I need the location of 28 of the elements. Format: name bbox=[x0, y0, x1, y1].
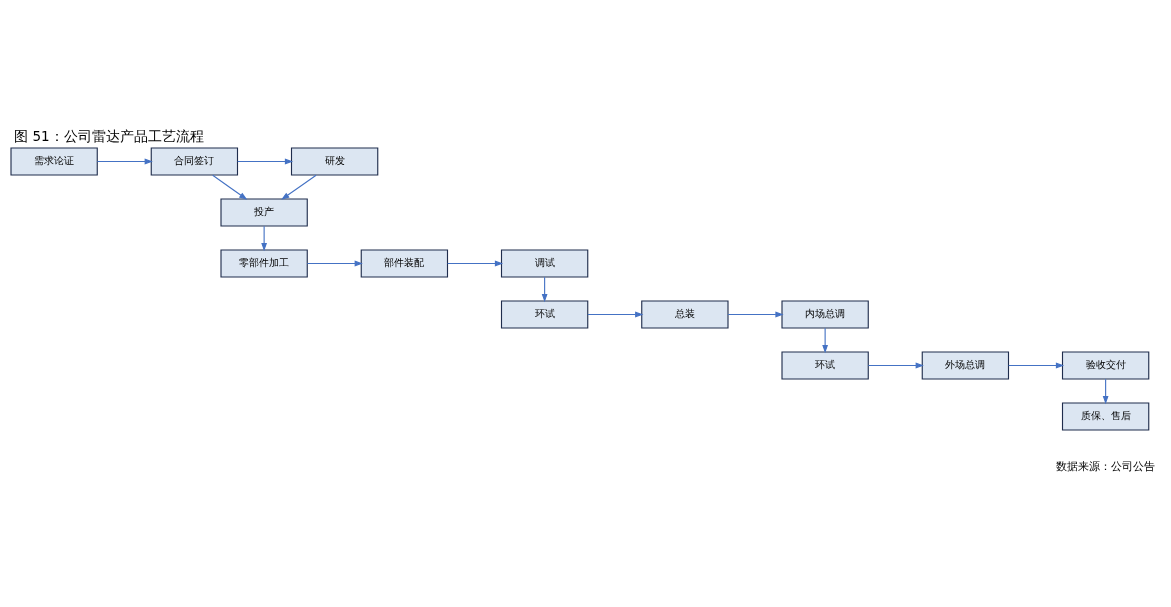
arrow bbox=[237, 158, 294, 164]
node-box: 验收交付 bbox=[1061, 350, 1150, 380]
node-box: 合同签订 bbox=[150, 146, 239, 176]
node-box: 质保、售后 bbox=[1061, 401, 1150, 431]
node-box: 研发 bbox=[290, 146, 379, 176]
node-box: 环试 bbox=[500, 299, 589, 329]
arrow bbox=[447, 260, 504, 266]
node-box: 需求论证 bbox=[10, 146, 98, 176]
arrow bbox=[281, 174, 317, 200]
arrow bbox=[727, 311, 784, 317]
arrow bbox=[96, 158, 153, 164]
node-box: 投产 bbox=[220, 197, 308, 227]
arrow bbox=[1008, 362, 1065, 368]
arrow bbox=[867, 362, 924, 368]
caption: 数据来源：公司公告 bbox=[1056, 459, 1156, 472]
node-box: 部件装配 bbox=[360, 248, 449, 278]
node-box: 调试 bbox=[500, 248, 589, 278]
node-box: 内场总调 bbox=[781, 299, 869, 329]
node-box: 环试 bbox=[781, 350, 869, 380]
arrow bbox=[212, 174, 248, 200]
arrow bbox=[261, 225, 267, 251]
node-box: 外场总调 bbox=[921, 350, 1010, 380]
arrow bbox=[822, 327, 829, 353]
diagram-title: 图 51：公司雷达产品工艺流程 bbox=[14, 127, 204, 144]
arrow bbox=[306, 260, 363, 266]
arrow bbox=[587, 311, 644, 317]
node-box: 总装 bbox=[641, 299, 729, 329]
node-box: 零部件加工 bbox=[220, 248, 308, 278]
